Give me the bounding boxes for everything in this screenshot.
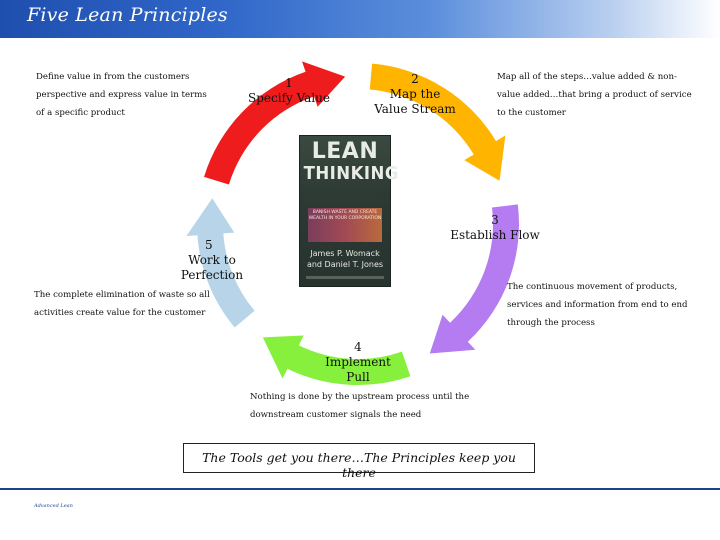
step-4-number: 4: [313, 340, 403, 355]
description-flow: The continuous movement of products, ser…: [507, 278, 702, 332]
step-3-number: 3: [450, 213, 540, 228]
book-footer-strip: [306, 276, 384, 279]
footer-text: Advanced Lean: [34, 503, 73, 509]
footer-divider: [0, 488, 720, 490]
tagline-box: The Tools get you there…The Principles k…: [183, 443, 535, 473]
description-value: Define value in from the customers persp…: [36, 68, 216, 122]
step-4-label: 4 Implement Pull: [313, 340, 403, 385]
step-1-label: 1 Specify Value: [244, 76, 334, 106]
step-5-text-line1: Work to: [167, 253, 257, 268]
step-2-number: 2: [370, 72, 460, 87]
step-4-text-line1: Implement: [313, 355, 403, 370]
book-subtitle: BANISH WASTE AND CREATE WEALTH IN YOUR C…: [308, 210, 382, 222]
book-author-1: James P. Womack: [300, 248, 390, 259]
book-title-line1: LEAN: [300, 139, 390, 164]
step-5-text-line2: Perfection: [167, 268, 257, 283]
step-3-label: 3 Establish Flow: [450, 213, 540, 243]
step-3-text: Establish Flow: [450, 228, 540, 242]
book-authors: James P. Womack and Daniel T. Jones: [300, 248, 390, 270]
book-author-2: and Daniel T. Jones: [300, 259, 390, 270]
description-value-stream: Map all of the steps…value added & non-v…: [497, 68, 692, 122]
step-2-text-line2: Value Stream: [370, 102, 460, 117]
step-2-text-line1: Map the: [370, 87, 460, 102]
description-perfection: The complete elimination of waste so all…: [34, 286, 214, 322]
book-title-line2: THINKING: [304, 163, 387, 184]
step-2-label: 2 Map the Value Stream: [370, 72, 460, 117]
step-5-label: 5 Work to Perfection: [167, 238, 257, 283]
step-1-text: Specify Value: [248, 91, 330, 105]
step-5-number: 5: [167, 238, 257, 253]
description-pull: Nothing is done by the upstream process …: [250, 388, 525, 424]
step-4-text-line2: Pull: [313, 370, 403, 385]
tagline: The Tools get you there…The Principles k…: [184, 450, 534, 480]
step-1-number: 1: [244, 76, 334, 91]
lean-thinking-book-cover: LEAN THINKING BANISH WASTE AND CREATE WE…: [300, 136, 390, 286]
